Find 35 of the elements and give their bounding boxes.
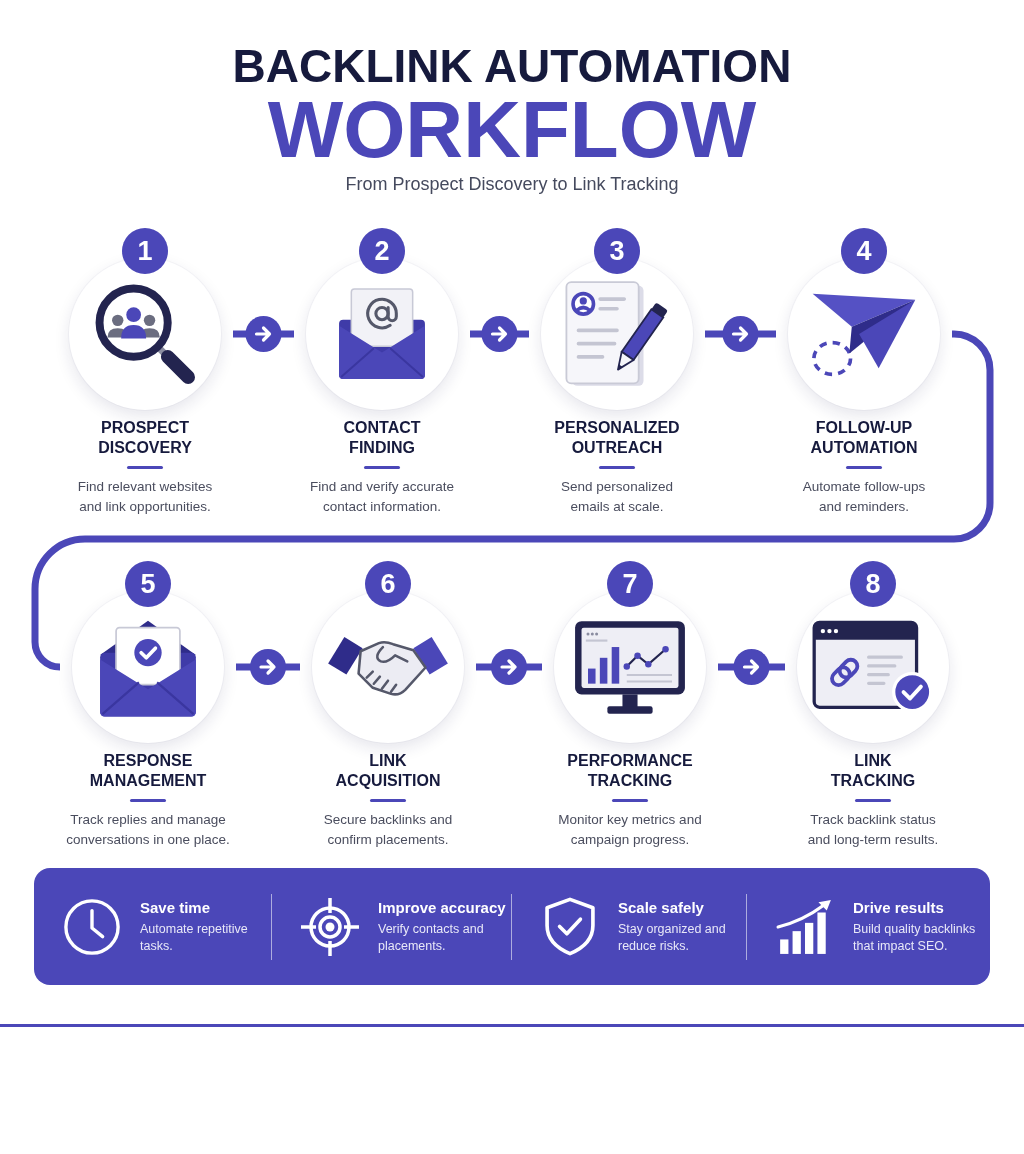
benefit-description: Verify contacts and placements. <box>378 921 485 955</box>
step-number: 5 <box>125 561 171 607</box>
step-description: Send personalized emails at scale. <box>560 478 674 516</box>
benefit-description: Automate repetitive tasks. <box>140 921 249 955</box>
step-number: 2 <box>359 228 405 274</box>
title: BACKLINK AUTOMATION WORKFLOW <box>231 39 793 162</box>
step-description: Monitor key metrics and campaign progress. <box>557 811 703 849</box>
step-title: PROSPECT DISCOVERY <box>97 418 193 458</box>
step-description: Track replies and manage conversations in one place. <box>65 811 231 849</box>
benefit-title: Save time <box>140 898 211 918</box>
step-title: CONTACT FINDING <box>342 418 422 458</box>
step-title: LINK ACQUISITION <box>334 751 442 791</box>
step-title: LINK TRACKING <box>829 751 917 791</box>
step-number: 3 <box>594 228 640 274</box>
step-description: Automate follow-ups and reminders. <box>801 478 927 516</box>
step-number: 8 <box>850 561 896 607</box>
benefit-description: Build quality backlinks that impact SEO. <box>853 921 977 955</box>
step-number: 6 <box>365 561 411 607</box>
benefit-title: Drive results <box>853 898 944 918</box>
benefit-description: Stay organized and reduce risks. <box>618 921 727 955</box>
step-number: 7 <box>607 561 653 607</box>
step-description: Find relevant websites and link opportunities. <box>76 478 214 516</box>
step-description: Track backlink status and long-term results. <box>806 811 940 849</box>
subtitle: From Prospect Discovery to Link Tracking <box>345 173 679 195</box>
step-number: 4 <box>841 228 887 274</box>
benefits-panel <box>34 868 990 985</box>
step-title: FOLLOW-UP AUTOMATION <box>809 418 919 458</box>
step-description: Secure backlinks and confirm placements. <box>322 811 454 849</box>
step-title: PERSONALIZED OUTREACH <box>553 418 681 458</box>
step-number: 1 <box>122 228 168 274</box>
step-description: Find and verify accurate contact information. <box>308 478 456 516</box>
benefit-title: Improve accuracy <box>378 898 506 918</box>
step-title: RESPONSE MANAGEMENT <box>88 751 208 791</box>
benefit-title: Scale safely <box>618 898 704 918</box>
step-title: PERFORMANCE TRACKING <box>566 751 694 791</box>
